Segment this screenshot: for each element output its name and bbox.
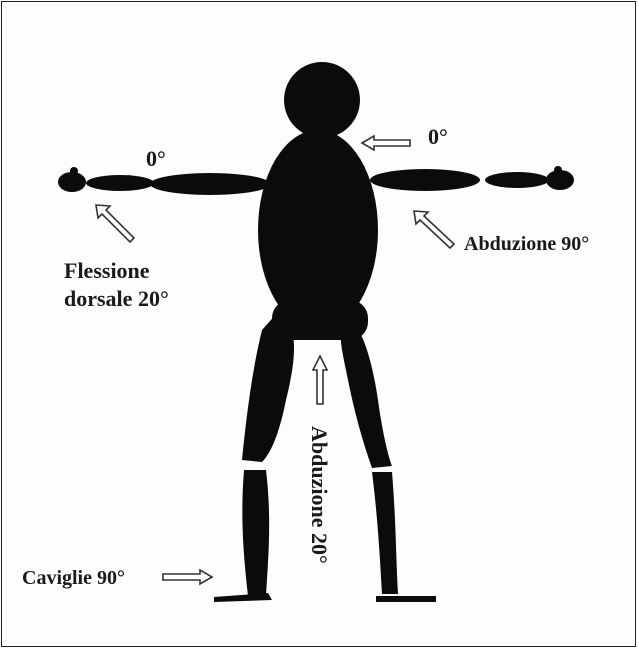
flessione-label-line1: Flessione	[64, 258, 150, 283]
caviglie-label: Caviglie 90°	[22, 567, 125, 589]
neck-angle-label: 0°	[428, 124, 448, 149]
right-shin	[372, 472, 398, 594]
flessione-label-line2: dorsale 20°	[64, 286, 169, 311]
head	[284, 62, 360, 138]
abduction-arm-arrow-icon	[414, 211, 454, 248]
abduzione-arm-label: Abduzione 90°	[464, 233, 589, 255]
abduction-legs-arrow-icon	[313, 356, 327, 404]
right-foot	[376, 596, 436, 602]
left-forearm	[86, 175, 154, 191]
right-forearm	[485, 172, 549, 188]
left-thumb	[70, 167, 78, 175]
right-thigh	[341, 318, 392, 468]
left-hand	[58, 172, 86, 192]
wrist-angle-label: 0°	[146, 146, 166, 171]
right-upper-arm	[370, 169, 480, 191]
left-upper-arm	[150, 173, 270, 195]
abduzione-legs-label: Abduzione 20°	[307, 426, 332, 564]
right-thumb	[554, 166, 562, 174]
ankle-arrow-icon	[163, 570, 212, 584]
neck-arrow-icon	[362, 136, 410, 150]
left-shin	[242, 470, 269, 596]
wrist-arrow-icon	[96, 205, 134, 242]
left-foot	[214, 593, 272, 602]
left-thigh	[242, 312, 294, 462]
